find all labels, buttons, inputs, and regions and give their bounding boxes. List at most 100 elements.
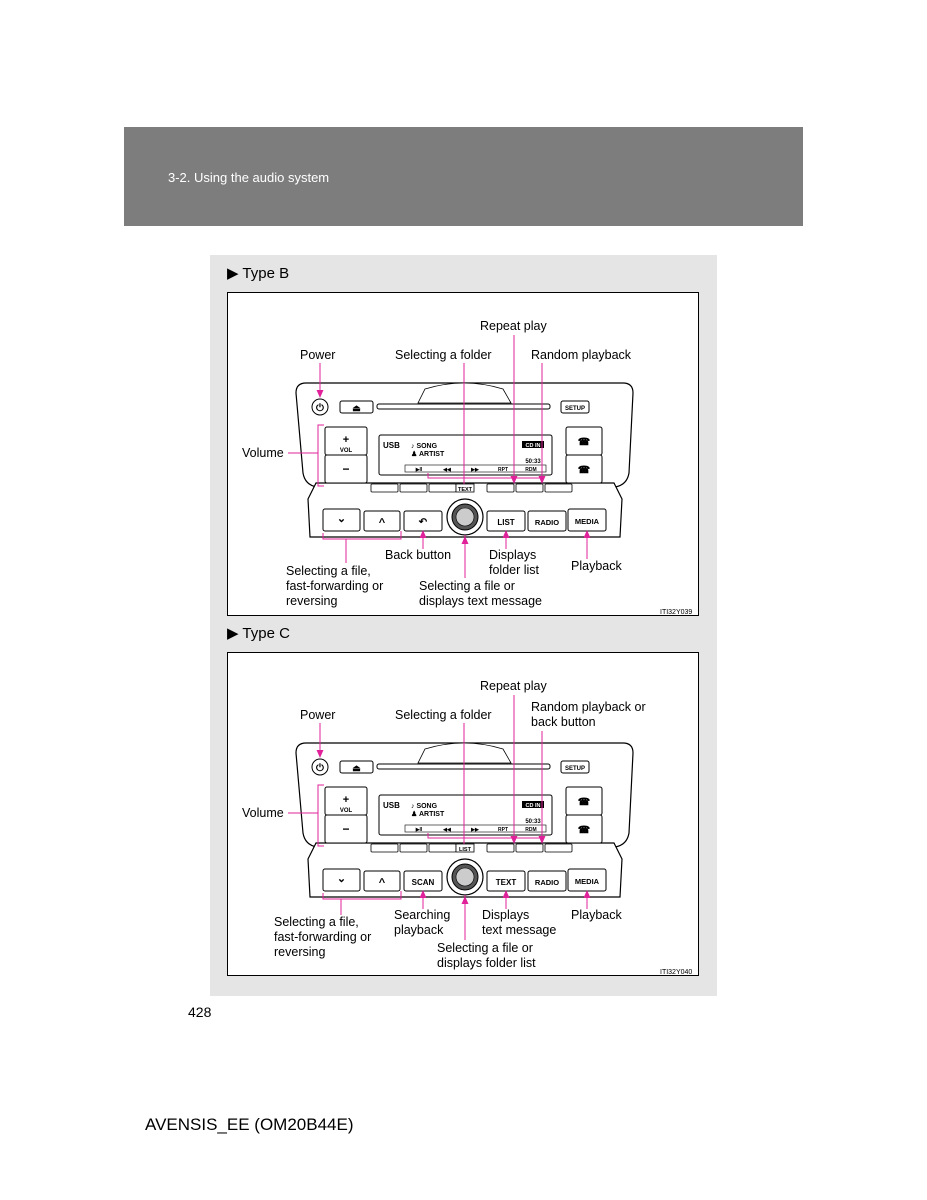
callout-folder-list-line-1: Displays — [489, 548, 536, 562]
softkey-repeat: RPT — [498, 827, 508, 833]
radio-button[interactable]: RADIO — [527, 870, 567, 892]
callout-text-line-2: text message — [482, 923, 556, 937]
volume-plus-button[interactable]: + VOL — [324, 786, 368, 816]
phone-pickup-button[interactable]: ☎ — [565, 426, 603, 456]
type-b-diagram: Repeat play Power Selecting a folder Ran… — [242, 319, 692, 616]
svg-text:MEDIA: MEDIA — [575, 877, 600, 886]
seek-up-button[interactable]: ^ — [363, 510, 401, 532]
section-header-band: 3-2. Using the audio system — [124, 127, 803, 226]
type-c-diagram: Repeat play Power Selecting a folder Ran… — [242, 679, 692, 976]
softkey-repeat: RPT — [498, 467, 508, 473]
phone-hangup-icon: ☎ — [578, 825, 590, 836]
list-button[interactable]: LIST — [455, 843, 475, 853]
svg-text:RADIO: RADIO — [535, 878, 559, 887]
page-number: 428 — [188, 1004, 212, 1020]
callout-playback: Playback — [571, 559, 622, 573]
svg-text:−: − — [342, 462, 349, 476]
display-time: 50:33 — [525, 459, 541, 465]
preset-buttons-row[interactable] — [370, 483, 573, 493]
callout-file-line-1: Selecting a file, — [274, 915, 359, 929]
chevron-down-icon: ⌄ — [337, 873, 346, 885]
callout-playback: Playback — [571, 908, 622, 922]
seek-up-button[interactable]: ^ — [363, 870, 401, 892]
callout-repeat-play: Repeat play — [480, 319, 547, 333]
volume-minus-button[interactable]: − — [324, 814, 368, 844]
svg-text:LIST: LIST — [459, 847, 472, 853]
callout-arrowheads — [316, 750, 591, 904]
chevron-up-icon: ^ — [379, 877, 386, 889]
callout-knob-line-2: displays folder list — [437, 956, 536, 970]
softkey-play-pause: ▶II — [415, 467, 423, 473]
phone-pickup-button[interactable]: ☎ — [565, 786, 603, 816]
setup-button[interactable]: SETUP — [560, 400, 590, 414]
tune-select-knob[interactable] — [446, 498, 484, 536]
callout-random-line-1: Random playback or — [531, 700, 646, 714]
preset-buttons-row[interactable] — [370, 843, 573, 853]
softkey-rewind: ◀◀ — [442, 467, 451, 473]
seek-down-button[interactable]: ⌄ — [322, 508, 361, 532]
scan-button[interactable]: SCAN — [403, 870, 443, 892]
callout-knob-line-2: displays text message — [419, 594, 542, 608]
callout-scan-line-1: Searching — [394, 908, 450, 922]
svg-text:−: − — [342, 822, 349, 836]
radio-button[interactable]: RADIO — [527, 510, 567, 532]
volume-plus-button[interactable]: + VOL — [324, 426, 368, 456]
callout-knob-line-1: Selecting a file or — [437, 941, 533, 955]
tune-select-knob[interactable] — [446, 858, 484, 896]
media-button[interactable]: MEDIA — [567, 508, 607, 532]
display-artist: ♟ ARTIST — [411, 450, 445, 458]
display-screen: USB ♪ SONG ♟ ARTIST CD IN 50:33 ▶II ◀◀ ▶… — [378, 434, 553, 476]
display-soft-keys: ▶II ◀◀ ▶▶ RPT RDM — [404, 464, 547, 473]
phone-hangup-button[interactable]: ☎ — [565, 814, 603, 844]
back-button[interactable]: ↶ — [403, 510, 443, 532]
display-soft-keys: ▶II ◀◀ ▶▶ RPT RDM — [404, 824, 547, 833]
svg-text:SCAN: SCAN — [412, 878, 435, 887]
power-button[interactable]: ⏻ — [311, 398, 329, 416]
text-button[interactable]: TEXT — [486, 870, 526, 892]
phone-hangup-button[interactable]: ☎ — [565, 454, 603, 484]
setup-button[interactable]: SETUP — [560, 760, 590, 774]
section-title: 3-2. Using the audio system — [168, 170, 330, 185]
volume-minus-button[interactable]: − — [324, 454, 368, 484]
seek-down-button[interactable]: ⌄ — [322, 868, 361, 892]
svg-text:RADIO: RADIO — [535, 518, 559, 527]
softkey-forward: ▶▶ — [470, 827, 480, 833]
svg-text:VOL: VOL — [340, 448, 353, 454]
softkey-play-pause: ▶II — [415, 827, 423, 833]
text-button[interactable]: TEXT — [455, 483, 475, 493]
softkey-forward: ▶▶ — [470, 467, 480, 473]
svg-text:TEXT: TEXT — [496, 878, 517, 887]
list-button[interactable]: LIST — [486, 510, 526, 532]
svg-text:MEDIA: MEDIA — [575, 517, 600, 526]
callout-knob-line-1: Selecting a file or — [419, 579, 515, 593]
eject-button[interactable]: ⏏ — [339, 760, 374, 774]
callout-file-line-3: reversing — [274, 945, 325, 959]
display-song: ♪ SONG — [411, 443, 438, 450]
callout-random-line-2: back button — [531, 715, 596, 729]
phone-hangup-icon: ☎ — [578, 465, 590, 476]
type-b-figure: Repeat play Power Selecting a folder Ran… — [227, 292, 699, 616]
callout-selecting-folder: Selecting a folder — [395, 348, 492, 362]
power-button[interactable]: ⏻ — [311, 758, 329, 776]
eject-icon: ⏏ — [352, 763, 361, 773]
svg-text:SETUP: SETUP — [565, 406, 585, 412]
type-b-heading: ▶ Type B — [227, 265, 290, 282]
display-time: 50:33 — [525, 819, 541, 825]
callout-text-line-1: Displays — [482, 908, 529, 922]
svg-text:LIST: LIST — [497, 518, 514, 527]
callout-arrowheads — [316, 390, 591, 544]
display-artist: ♟ ARTIST — [411, 810, 445, 818]
media-button[interactable]: MEDIA — [567, 868, 607, 892]
display-cd-in-badge: CD IN — [526, 443, 541, 449]
callout-file-line-3: reversing — [286, 594, 337, 608]
callout-file-line-2: fast-forwarding or — [274, 930, 371, 944]
callout-volume: Volume — [242, 446, 284, 460]
callout-file-line-1: Selecting a file, — [286, 564, 371, 578]
svg-text:VOL: VOL — [340, 808, 353, 814]
type-c-figure: Repeat play Power Selecting a folder Ran… — [227, 652, 699, 976]
eject-icon: ⏏ — [352, 403, 361, 413]
eject-button[interactable]: ⏏ — [339, 400, 374, 414]
chevron-up-icon: ^ — [379, 517, 386, 529]
phone-pickup-icon: ☎ — [578, 797, 590, 808]
display-screen: USB ♪ SONG ♟ ARTIST CD IN 50:33 ▶II ◀◀ ▶… — [378, 794, 553, 836]
